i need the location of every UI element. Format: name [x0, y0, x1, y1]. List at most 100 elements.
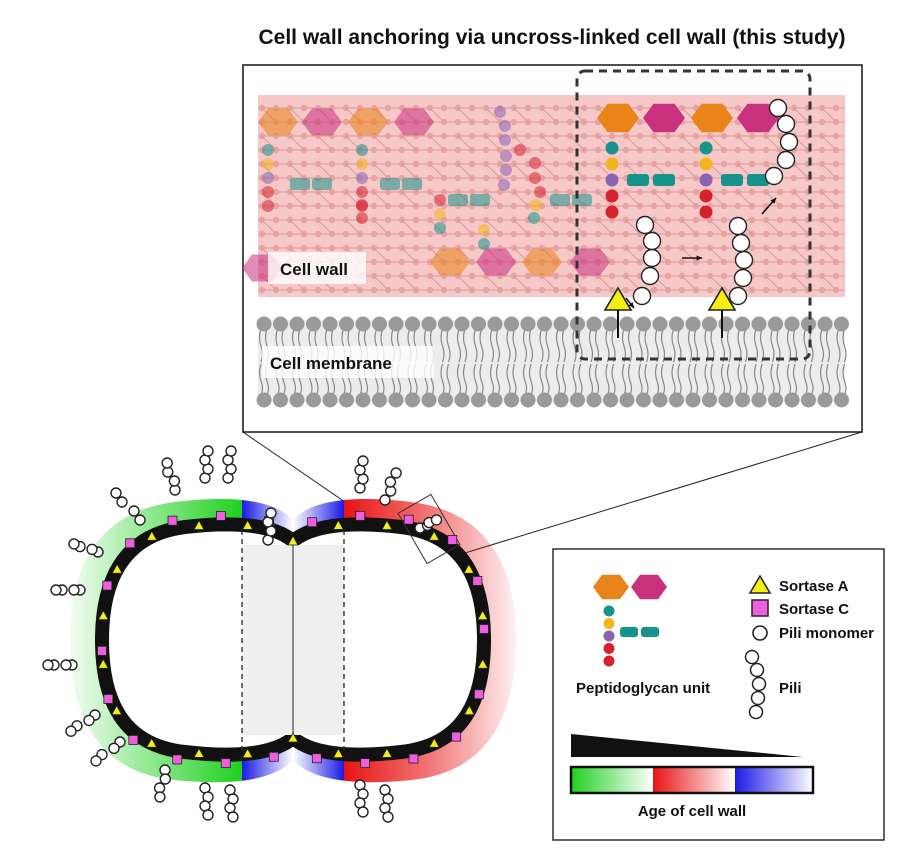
lipid-tail — [687, 363, 693, 396]
glycan-bead — [300, 132, 308, 140]
lipid-head — [619, 316, 635, 332]
glycan-bead — [412, 272, 420, 280]
lipid-tail — [555, 328, 561, 363]
lipid-tail — [545, 328, 550, 363]
glycan-bead — [426, 230, 434, 238]
crosslink — [261, 219, 277, 235]
glycan-bead — [370, 258, 378, 266]
glycan-bead — [594, 286, 602, 294]
glycan-bead — [748, 244, 756, 252]
crosslink — [625, 275, 641, 291]
pili-monomer — [159, 773, 172, 785]
lipid-tail — [753, 328, 759, 363]
glycan-bead — [412, 160, 420, 168]
glycan-bead — [510, 202, 518, 210]
glycan-bead — [412, 244, 420, 252]
amino-acid — [478, 224, 490, 236]
sugar-hexagon — [394, 108, 434, 136]
lipid-tail — [825, 363, 831, 396]
crosslink — [485, 163, 501, 179]
lipid-tail — [644, 328, 649, 363]
sortase-c-marker — [311, 753, 322, 764]
sortase-a-marker — [241, 747, 254, 759]
glycan-bead — [300, 104, 308, 112]
lipid-head — [537, 392, 552, 408]
glycan-bead — [482, 146, 490, 154]
glycan-bead — [818, 258, 826, 266]
crosslink — [373, 219, 389, 235]
amino-acid — [605, 205, 619, 219]
amino-acid — [494, 106, 506, 118]
lipid-tail — [440, 328, 445, 363]
lipid-head — [702, 316, 717, 332]
pili-monomer — [640, 266, 660, 286]
lipid-tail — [605, 363, 610, 396]
lipid-tail — [545, 363, 550, 396]
glycan-bead — [524, 188, 532, 196]
crossbridge — [312, 178, 332, 190]
lipid-tail — [654, 328, 660, 363]
glycan-bead — [594, 202, 602, 210]
crosslink — [485, 275, 501, 291]
glycan-bead — [524, 272, 532, 280]
amino-acid — [356, 158, 368, 170]
lipid-head — [256, 392, 272, 408]
sortase-a-marker — [287, 535, 299, 546]
amino-acid — [603, 605, 615, 617]
lipid-head — [438, 316, 453, 332]
lipid-head — [306, 316, 321, 332]
glycan-bead — [454, 286, 462, 294]
lipid-tail — [621, 328, 627, 363]
crosslink — [793, 275, 809, 291]
amino-acid — [262, 186, 274, 198]
crosslink — [821, 247, 837, 263]
glycan-bead — [370, 230, 378, 238]
lipid-head — [603, 392, 618, 408]
crosslink — [513, 191, 529, 207]
amino-acid — [500, 150, 512, 162]
amino-acid — [500, 164, 512, 176]
lipid-tail — [753, 363, 759, 396]
glycan-bead — [552, 244, 560, 252]
pili-monomer — [632, 286, 652, 306]
glycan-bead — [468, 104, 476, 112]
crosslink — [625, 247, 641, 263]
glycan-bead — [706, 258, 714, 266]
glycan-bead — [622, 202, 630, 210]
amino-acid — [605, 173, 619, 187]
pili-monomer — [60, 659, 72, 671]
lipid-tail — [704, 328, 709, 363]
lipid-head — [652, 316, 668, 332]
sortase-a-marker — [477, 658, 489, 669]
sugar-hexagon — [593, 574, 629, 600]
glycan-bead — [510, 174, 518, 182]
amino-acid — [603, 655, 615, 667]
lipid-tail — [710, 328, 715, 363]
lipid-head — [636, 316, 651, 332]
sortase-c-marker — [268, 751, 279, 762]
crosslink — [793, 191, 809, 207]
crosslink — [597, 191, 613, 207]
glycan-bead — [622, 258, 630, 266]
glycan-bead — [790, 258, 798, 266]
lipid-head — [768, 316, 783, 332]
glycan-bead — [720, 272, 728, 280]
crosslink — [793, 107, 809, 123]
amino-acid — [262, 172, 274, 184]
lipid-tail — [792, 328, 798, 363]
glycan-bead — [790, 202, 798, 210]
lipid-tail — [671, 363, 676, 396]
lipid-head — [405, 392, 420, 408]
glycan-bead — [384, 244, 392, 252]
lipid-tail — [819, 363, 825, 396]
lipid-tail — [561, 363, 567, 396]
lipid-tail — [638, 363, 643, 396]
crosslink — [709, 191, 725, 207]
glycan-bead — [384, 272, 392, 280]
glycan-bead — [818, 230, 826, 238]
sortase-a-marker — [381, 747, 393, 758]
crosslink — [457, 107, 473, 123]
lipid-head — [322, 316, 338, 332]
sortase-c-marker — [447, 535, 458, 545]
crossbridge — [620, 627, 638, 637]
